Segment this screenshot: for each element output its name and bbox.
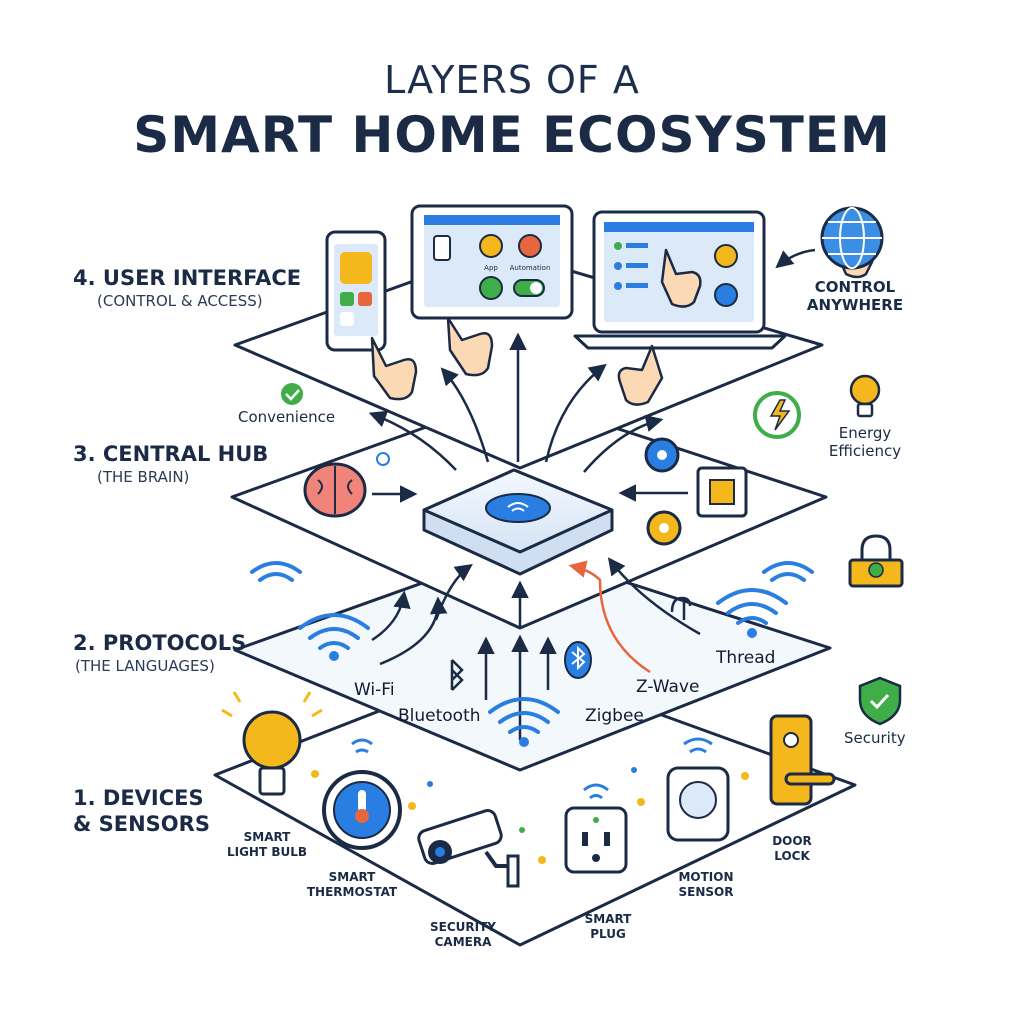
padlock-icon	[848, 534, 904, 588]
layer-4-title: 4. USER INTERFACE	[73, 266, 302, 290]
smart-plug-icon	[564, 783, 628, 874]
z-wave-arrow	[568, 560, 651, 674]
protocols-to-hub-arrows	[371, 557, 701, 740]
layer-4-subtitle: (CONTROL & ACCESS)	[97, 292, 263, 310]
convenience-check-icon	[281, 383, 303, 405]
layer-1-subtitle: & SENSORS	[73, 812, 210, 836]
layer-3-title: 3. CENTRAL HUB	[73, 442, 269, 466]
protocol-bluetooth-label: Bluetooth	[398, 706, 481, 726]
layer-3-subtitle: (THE BRAIN)	[97, 468, 190, 486]
smartphone-icon	[325, 230, 387, 352]
tablet-automation-label: Automation	[510, 264, 551, 272]
protocol-wifi-label: Wi-Fi	[354, 680, 395, 700]
convenience-label: Convenience	[238, 408, 336, 426]
thread-icon	[670, 596, 692, 620]
protocol-zigbee-label: Zigbee	[585, 706, 644, 726]
energy-leaf-icon	[753, 391, 801, 439]
security-label: Security	[844, 729, 906, 747]
brain-icon	[303, 462, 367, 518]
security-camera-icon	[417, 809, 520, 888]
chip-icon	[696, 466, 748, 518]
layer-2-subtitle: (THE LANGUAGES)	[75, 657, 215, 675]
tablet-icon	[410, 204, 574, 320]
gear-icon	[376, 437, 682, 546]
hub-to-ui-arrows	[368, 332, 664, 473]
title-line-1: LAYERS OF A	[384, 58, 640, 102]
layer-1-title: 1. DEVICES	[73, 786, 204, 810]
wifi-icon	[250, 561, 814, 747]
security-shield-icon	[858, 676, 902, 726]
protocol-zwave-label: Z-Wave	[636, 677, 700, 697]
control-anywhere-arrow	[775, 248, 816, 269]
layer-2-title: 2. PROTOCOLS	[73, 631, 247, 655]
light-bulb-icon	[849, 374, 881, 418]
signal-dots	[311, 767, 749, 864]
laptop-icon	[573, 210, 787, 350]
tablet-app-label: App	[484, 264, 498, 272]
bluetooth-icon	[450, 641, 592, 691]
smart-thermostat-icon	[322, 738, 402, 850]
central-hub-icon	[422, 468, 614, 576]
smart-light-bulb-icon	[221, 691, 323, 796]
motion-sensor-icon	[666, 737, 730, 842]
protocol-thread-label: Thread	[716, 648, 776, 668]
title-line-2: SMART HOME ECOSYSTEM	[133, 106, 891, 164]
door-lock-icon	[769, 714, 836, 806]
globe-icon	[820, 206, 884, 270]
